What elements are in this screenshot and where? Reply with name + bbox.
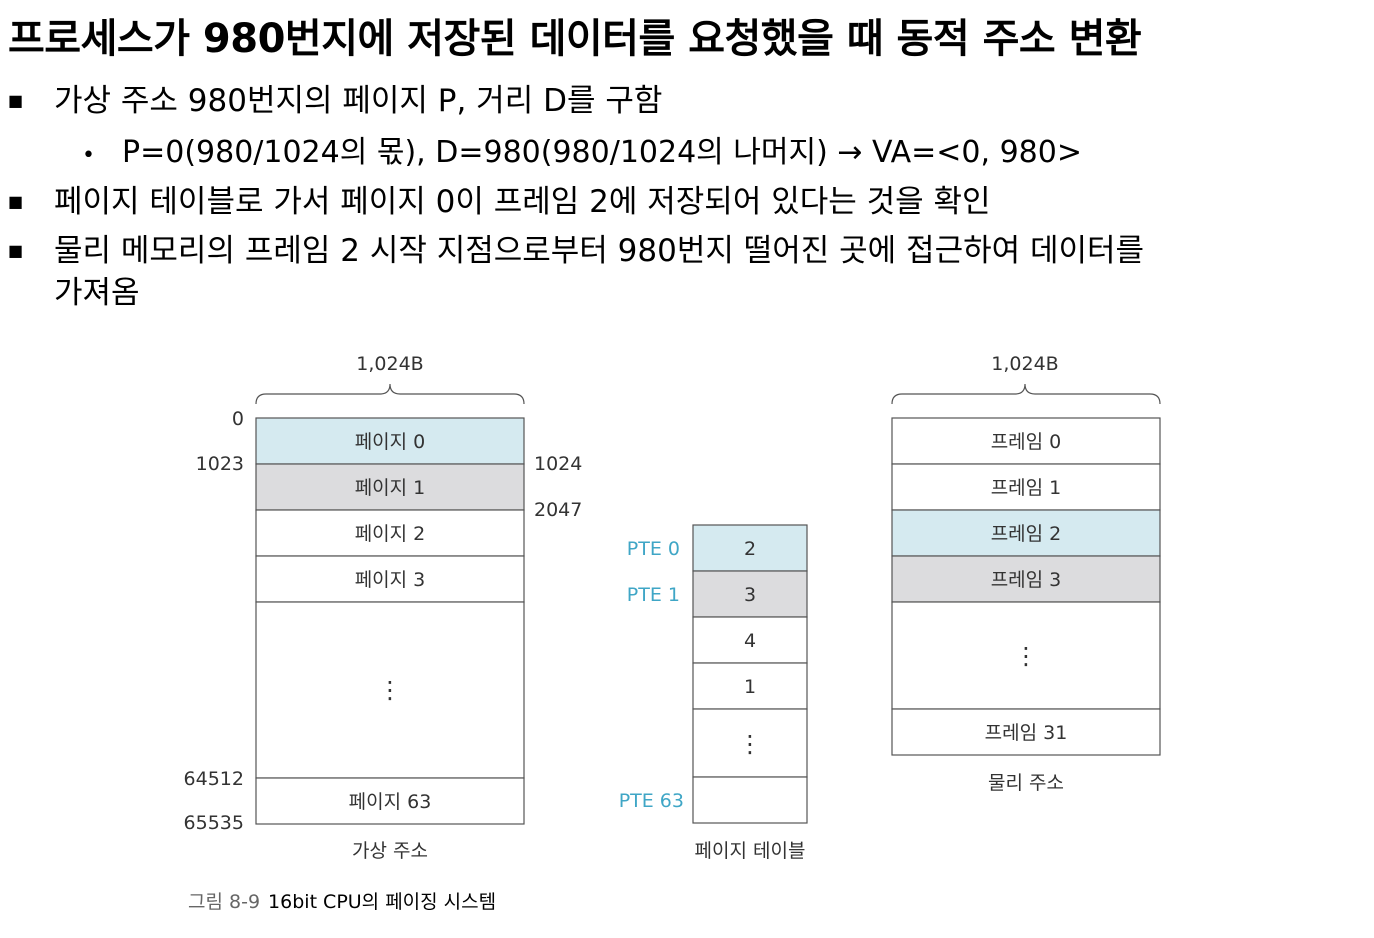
page-table-label: 페이지 테이블 [695, 840, 806, 862]
pte-63-label: PTE 63 [619, 790, 684, 812]
sub-bullet: • P=0(980/1024의 몫), D=980(980/1024의 나머지) … [82, 132, 1082, 177]
virtual-memory: 1,024B 페이지 0 페이지 1 페이지 2 페이지 3 ⋮ 페이지 63 … [184, 353, 583, 862]
frame-ellipsis: ⋮ [1014, 642, 1038, 670]
physical-size-label: 1,024B [991, 353, 1058, 375]
pte-1-cell [692, 570, 808, 618]
frame-3-label: 프레임 3 [991, 569, 1062, 591]
virtual-brace [255, 383, 525, 405]
bullet-1-text: 가상 주소 980번지의 페이지 P, 거리 D를 구함 [54, 83, 663, 119]
address-65535: 65535 [184, 812, 244, 834]
frame-3-cell [891, 555, 1161, 603]
page-3-cell [255, 555, 525, 603]
page-1-label: 페이지 1 [355, 477, 426, 499]
address-64512: 64512 [184, 768, 244, 790]
page-table: 2 3 4 1 ⋮ PTE 0 PTE 1 PTE 63 페이지 테이블 [619, 524, 808, 862]
virtual-size-label: 1,024B [356, 353, 423, 375]
page-63-label: 페이지 63 [349, 791, 432, 813]
page-1-cell [255, 463, 525, 511]
pte-2-cell [692, 616, 808, 664]
frame-1-label: 프레임 1 [991, 477, 1062, 499]
virtual-address-label: 가상 주소 [352, 840, 428, 862]
caption-text: 16bit CPU의 페이징 시스템 [268, 891, 497, 913]
page-2-label: 페이지 2 [355, 523, 426, 545]
figure-caption: 그림 8-9 16bit CPU의 페이징 시스템 [188, 887, 496, 914]
frame-1-cell [891, 463, 1161, 511]
pte-0-cell [692, 524, 808, 572]
page-ellipsis: ⋮ [378, 676, 402, 704]
address-0: 0 [232, 408, 244, 430]
bullet-3-text-line2: 가져옴 [54, 275, 140, 311]
pte-0-value: 2 [744, 538, 756, 560]
pte-3-cell [692, 662, 808, 710]
pte-0-label: PTE 0 [627, 538, 680, 560]
square-bullet-icon: ■ [8, 241, 24, 260]
caption-number: 그림 8-9 [188, 891, 261, 913]
address-1023: 1023 [196, 453, 244, 475]
pte-1-value: 3 [744, 584, 756, 606]
pte-gap-cell [692, 708, 808, 778]
physical-memory: 1,024B 프레임 0 프레임 1 프레임 2 프레임 3 ⋮ 프레임 31 … [891, 353, 1161, 794]
physical-brace [891, 383, 1161, 405]
page-0-label: 페이지 0 [355, 431, 426, 453]
frame-2-label: 프레임 2 [991, 523, 1062, 545]
sub-bullet-text: P=0(980/1024의 몫), D=980(980/1024의 나머지) →… [122, 135, 1082, 170]
dot-bullet-icon: • [82, 143, 95, 168]
square-bullet-icon: ■ [8, 91, 24, 110]
frame-31-cell [891, 708, 1161, 756]
square-bullet-icon: ■ [8, 192, 24, 211]
frame-2-cell [891, 509, 1161, 557]
pte-63-cell [692, 776, 808, 824]
page-2-cell [255, 509, 525, 557]
address-2047: 2047 [534, 499, 582, 521]
pte-ellipsis: ⋮ [738, 730, 762, 758]
frame-31-label: 프레임 31 [985, 722, 1068, 744]
pte-3-value: 1 [744, 676, 756, 698]
frame-gap-cell [891, 601, 1161, 710]
pte-2-value: 4 [744, 630, 756, 652]
pte-1-label: PTE 1 [627, 584, 680, 606]
frame-0-cell [891, 417, 1161, 465]
frame-0-label: 프레임 0 [991, 431, 1062, 453]
page-gap-cell [255, 601, 525, 779]
slide-title: 프로세스가 980번지에 저장된 데이터를 요청했을 때 동적 주소 변환 [8, 16, 1142, 62]
page-63-cell [255, 777, 525, 825]
physical-address-label: 물리 주소 [988, 772, 1064, 794]
bullet-2-text: 페이지 테이블로 가서 페이지 0이 프레임 2에 저장되어 있다는 것을 확인 [54, 184, 991, 220]
bullet-3-text: 물리 메모리의 프레임 2 시작 지점으로부터 980번지 떨어진 곳에 접근하… [54, 233, 1145, 269]
page-3-label: 페이지 3 [355, 569, 426, 591]
address-1024: 1024 [534, 453, 582, 475]
